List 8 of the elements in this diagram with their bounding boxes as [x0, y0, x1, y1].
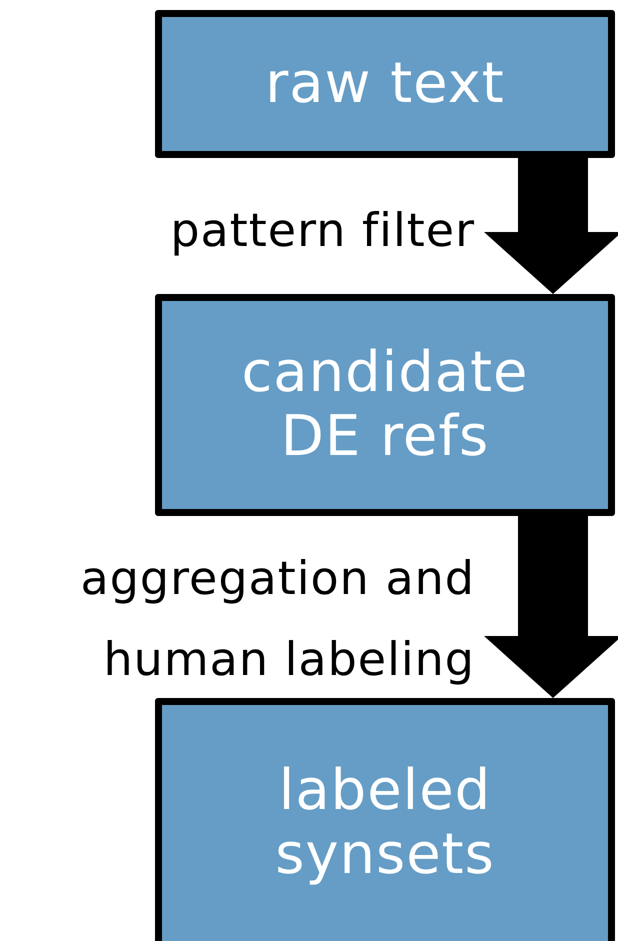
process-box [155, 698, 615, 941]
edge-label: aggregation and human labeling [80, 550, 475, 688]
box-text: labeled synsets [274, 758, 496, 888]
box-text: candidate DE refs [240, 340, 530, 470]
edge-label: pattern filter [169, 202, 475, 259]
box-text: raw text [265, 52, 505, 116]
process-box [155, 294, 615, 516]
process-box [155, 10, 615, 158]
